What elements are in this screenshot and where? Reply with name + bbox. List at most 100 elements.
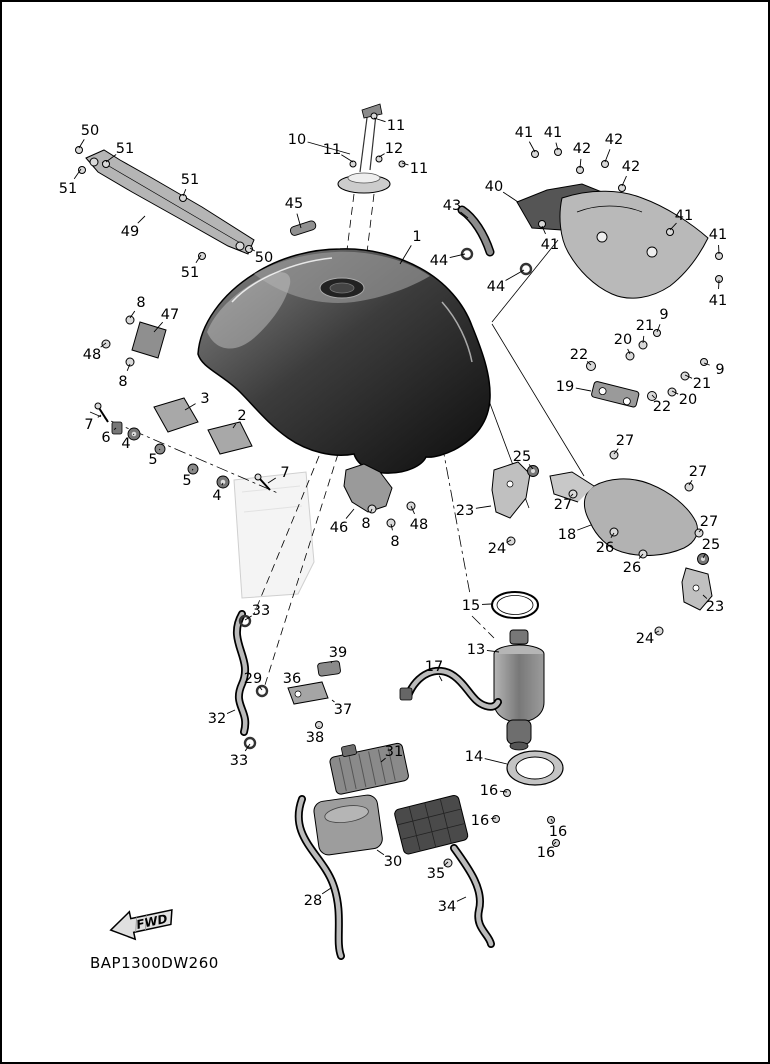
- part-stay-rail: [85, 149, 255, 255]
- leader-line-11: [373, 117, 386, 123]
- leader-line-10: [307, 141, 351, 155]
- callout-42: 42: [605, 132, 623, 148]
- leader-lines-layer: [73, 117, 720, 902]
- callout-26: 26: [623, 560, 641, 576]
- part-hose-clamps: [238, 614, 269, 750]
- clamp-44: [460, 247, 474, 261]
- callout-50: 50: [255, 250, 273, 266]
- callout-27: 27: [554, 497, 572, 513]
- leader-line-11: [401, 162, 409, 166]
- callout-14: 14: [465, 749, 483, 765]
- leader-line-30: [376, 849, 385, 856]
- part-cover-stay: [516, 183, 709, 299]
- part-rear-bracket: [549, 471, 698, 556]
- leader-line-51: [73, 168, 82, 180]
- leader-line-17: [438, 675, 443, 682]
- callout-41: 41: [541, 237, 559, 253]
- leader-line-28: [321, 887, 332, 895]
- part-hoses: [233, 610, 502, 960]
- leader-line-33: [244, 743, 251, 752]
- callout-32: 32: [208, 711, 226, 727]
- callout-28: 28: [304, 893, 322, 909]
- callout-11: 11: [387, 118, 405, 134]
- callout-33: 33: [230, 753, 248, 769]
- leader-line-27: [570, 493, 574, 497]
- callout-48: 48: [410, 517, 428, 533]
- callout-41: 41: [709, 227, 727, 243]
- part-ring-plate: [506, 750, 564, 786]
- callout-8: 8: [390, 534, 399, 550]
- leader-line-23: [475, 505, 492, 509]
- callout-35: 35: [427, 866, 445, 882]
- fwd-arrow: FWD: [109, 908, 173, 941]
- leader-line-41: [555, 142, 559, 151]
- part-sender-unit: [337, 103, 391, 194]
- leader-line-37: [331, 699, 335, 703]
- leader-line-29: [259, 686, 263, 691]
- leader-line-51: [105, 154, 117, 163]
- callout-41: 41: [675, 208, 693, 224]
- part-bracket-23-upper: [491, 461, 531, 519]
- leader-line-46: [345, 508, 355, 519]
- callout-51: 51: [181, 172, 199, 188]
- callout-34: 34: [438, 899, 456, 915]
- callout-26: 26: [596, 540, 614, 556]
- callout-46: 46: [330, 520, 348, 536]
- part-bracket-23-lower: [681, 567, 713, 611]
- leader-line-42: [579, 158, 582, 169]
- leader-line-35: [443, 861, 449, 866]
- callout-50: 50: [81, 123, 99, 139]
- callout-16: 16: [537, 845, 555, 861]
- callout-17: 17: [425, 659, 443, 675]
- callout-38: 38: [306, 730, 324, 746]
- part-canister-assembly: [313, 742, 469, 856]
- leader-line-43: [460, 211, 469, 219]
- callout-48: 48: [83, 347, 101, 363]
- leader-line-18: [577, 524, 592, 531]
- part-bracket-46: [343, 463, 393, 513]
- callout-20: 20: [679, 392, 697, 408]
- callout-8: 8: [136, 295, 145, 311]
- part-fuel-tank: [197, 248, 491, 474]
- fwd-label: FWD: [135, 912, 169, 932]
- leader-line-7: [267, 477, 277, 484]
- leader-line-16: [550, 818, 553, 822]
- callout-37: 37: [334, 702, 352, 718]
- callout-7: 7: [84, 417, 93, 433]
- callout-41: 41: [515, 125, 533, 141]
- callout-2: 2: [237, 408, 246, 424]
- callout-10: 10: [288, 132, 306, 148]
- leader-line-26: [638, 553, 644, 559]
- leader-line-45: [296, 213, 302, 229]
- callout-43: 43: [443, 198, 461, 214]
- leader-line-42: [621, 175, 627, 187]
- leader-line-9: [656, 324, 661, 333]
- callout-41: 41: [544, 125, 562, 141]
- callout-24: 24: [488, 541, 506, 557]
- leader-line-27: [688, 480, 693, 486]
- leader-line-2: [232, 423, 237, 429]
- callout-21: 21: [636, 318, 654, 334]
- part-o-ring: [491, 591, 539, 619]
- callout-47: 47: [161, 307, 179, 323]
- leader-line-8: [129, 310, 136, 319]
- callout-15: 15: [462, 598, 480, 614]
- leader-line-7: [97, 414, 102, 418]
- leader-line-27: [698, 528, 702, 533]
- leader-line-16: [499, 790, 508, 793]
- callout-16: 16: [480, 783, 498, 799]
- callout-9: 9: [659, 307, 668, 323]
- callout-27: 27: [689, 464, 707, 480]
- part-damper-pad: [289, 220, 317, 236]
- callout-11: 11: [323, 142, 341, 158]
- callout-24: 24: [636, 631, 654, 647]
- callout-1: 1: [412, 229, 421, 245]
- leader-line-11: [341, 154, 354, 163]
- callout-21: 21: [693, 376, 711, 392]
- hardware-fasteners: [75, 112, 723, 868]
- leader-line-50: [78, 139, 85, 149]
- leader-line-48: [100, 342, 107, 348]
- callout-41: 41: [709, 293, 727, 309]
- ghost-reference-outline: [233, 471, 315, 599]
